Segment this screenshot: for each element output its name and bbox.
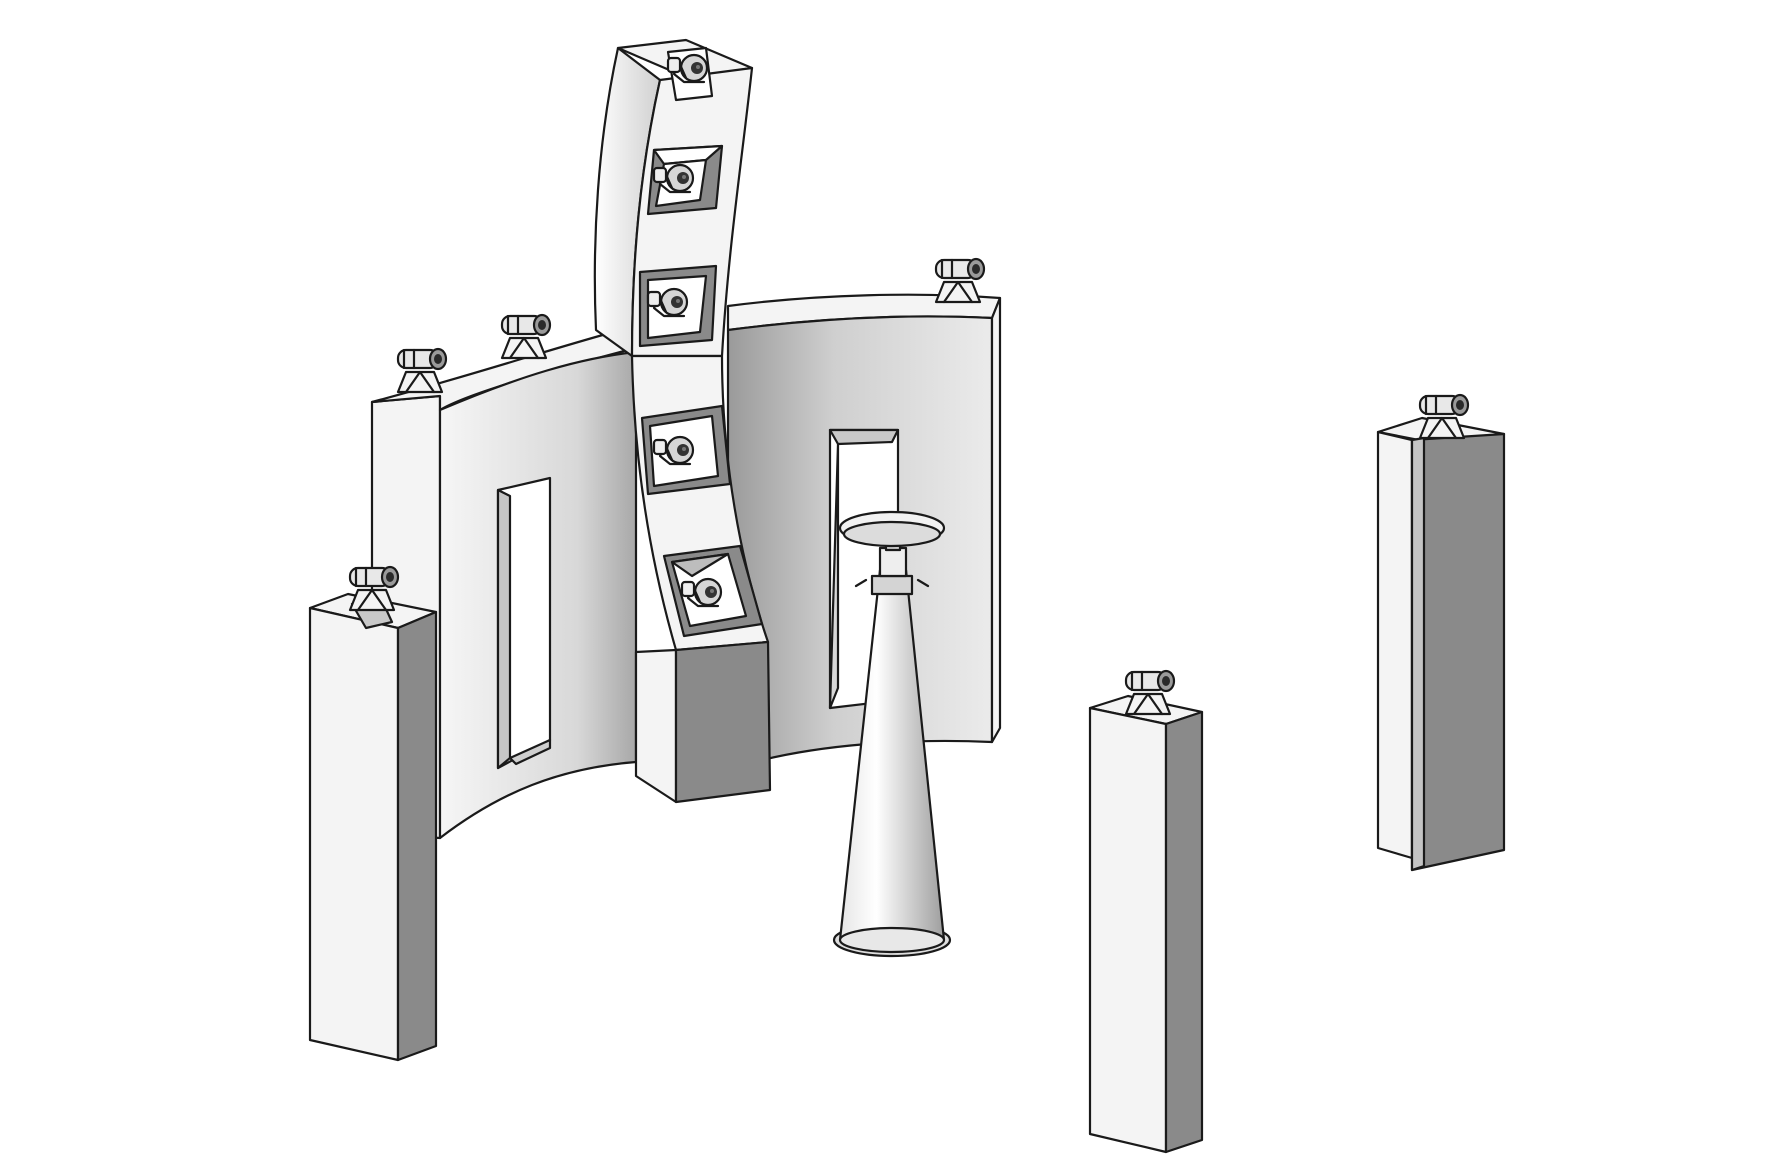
tower-bay-4 [662,544,764,638]
curved-wall [370,293,1002,840]
pillar-middle [1088,694,1204,1154]
central-stand [832,510,952,958]
camera-icon [1124,669,1176,716]
tower-bay-2 [638,264,718,348]
pillar-left [308,592,438,1062]
tower-base-right [674,640,772,804]
tower-bay-3 [640,404,732,496]
camera-icon [1418,393,1470,440]
camera-icon [500,313,552,360]
camera-icon [934,257,986,304]
camera-tower [593,38,772,804]
tower-base-left [634,648,678,804]
wall-right-end [990,296,1002,744]
tower-bay-1 [646,144,724,216]
pillar-right [1376,416,1506,872]
camera-icon [396,347,448,394]
